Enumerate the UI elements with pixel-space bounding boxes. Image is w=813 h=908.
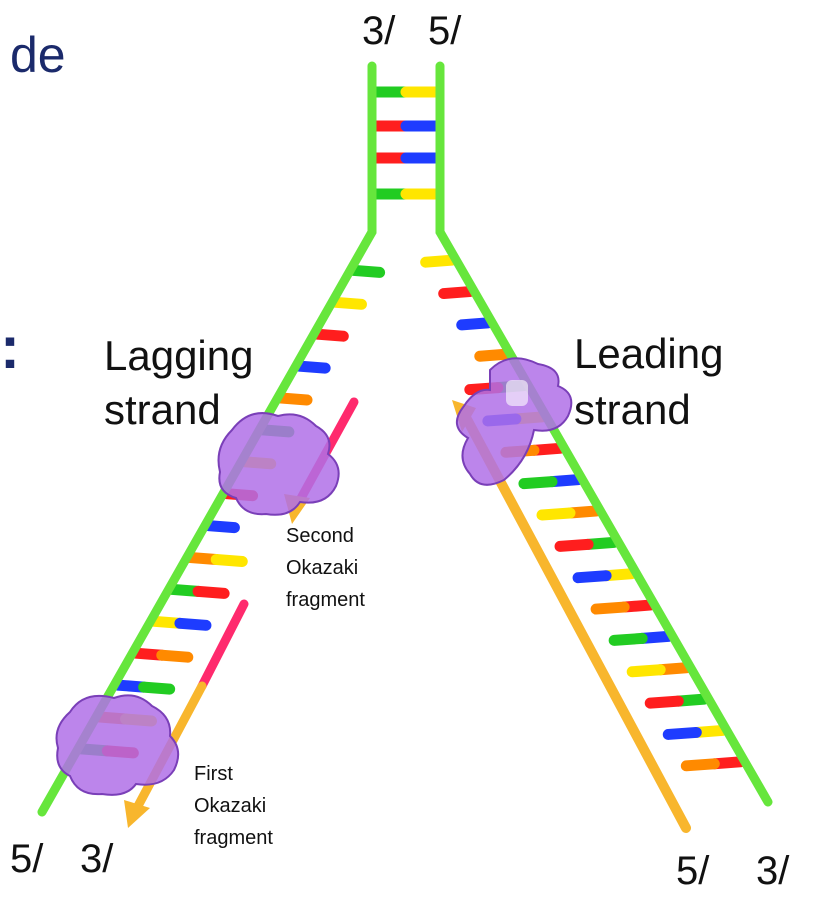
base-leading-paired xyxy=(596,607,624,609)
leading-strand-label: Leading strand xyxy=(574,330,723,433)
base-leading-paired xyxy=(560,544,588,546)
first-fragment-line1: First xyxy=(194,763,233,785)
base-leading xyxy=(426,260,452,262)
base-lagging xyxy=(317,334,343,336)
lagging-strand-label: Lagging strand xyxy=(104,332,253,433)
base-lagging-paired xyxy=(216,560,242,562)
base-lagging-paired xyxy=(162,655,188,657)
base-leading xyxy=(444,292,470,294)
base-lagging-paired xyxy=(144,687,170,689)
base-leading-paired xyxy=(614,638,642,640)
lagging-label-line1: Lagging xyxy=(104,332,253,379)
base-leading-paired xyxy=(632,670,660,672)
enzyme-lagging-second xyxy=(219,413,339,515)
bottom-right-inner-end-label: 5/ xyxy=(676,849,710,893)
base-leading-paired xyxy=(524,482,552,484)
bottom-left-outer-end-label: 5/ xyxy=(10,837,44,881)
base-leading-paired xyxy=(686,764,714,766)
base-lagging xyxy=(354,270,380,272)
bottom-right-outer-end-label: 3/ xyxy=(756,849,790,893)
base-leading xyxy=(462,323,488,325)
base-lagging xyxy=(299,366,325,368)
slide-side-mark: : xyxy=(0,314,20,381)
leading-label-line2: strand xyxy=(574,386,691,433)
first-fragment-label: First Okazaki fragment xyxy=(194,763,273,849)
second-fragment-label: Second Okazaki fragment xyxy=(286,525,365,611)
leading-label-line1: Leading xyxy=(574,330,723,377)
base-lagging xyxy=(281,398,307,400)
base-leading-paired xyxy=(650,701,678,703)
base-lagging xyxy=(208,526,234,528)
enzyme-leading xyxy=(457,358,571,485)
enzyme-lagging-first xyxy=(57,695,179,795)
base-lagging xyxy=(335,302,361,304)
base-leading xyxy=(480,354,506,356)
first-fragment-line2: Okazaki xyxy=(194,795,266,817)
slide-title-fragment: de xyxy=(10,27,66,83)
base-leading-paired xyxy=(668,732,696,734)
base-lagging-paired xyxy=(198,591,224,593)
second-fragment-line2: Okazaki xyxy=(286,557,358,579)
base-leading-paired xyxy=(542,513,570,515)
lagging-label-line2: strand xyxy=(104,386,221,433)
top-right-end-label: 5/ xyxy=(428,9,462,53)
top-left-end-label: 3/ xyxy=(362,9,396,53)
base-leading-paired xyxy=(578,576,606,578)
second-fragment-line3: fragment xyxy=(286,589,365,611)
base-lagging-paired xyxy=(180,623,206,625)
first-fragment-line3: fragment xyxy=(194,827,273,849)
bottom-left-inner-end-label: 3/ xyxy=(80,837,114,881)
second-fragment-line1: Second xyxy=(286,525,354,547)
